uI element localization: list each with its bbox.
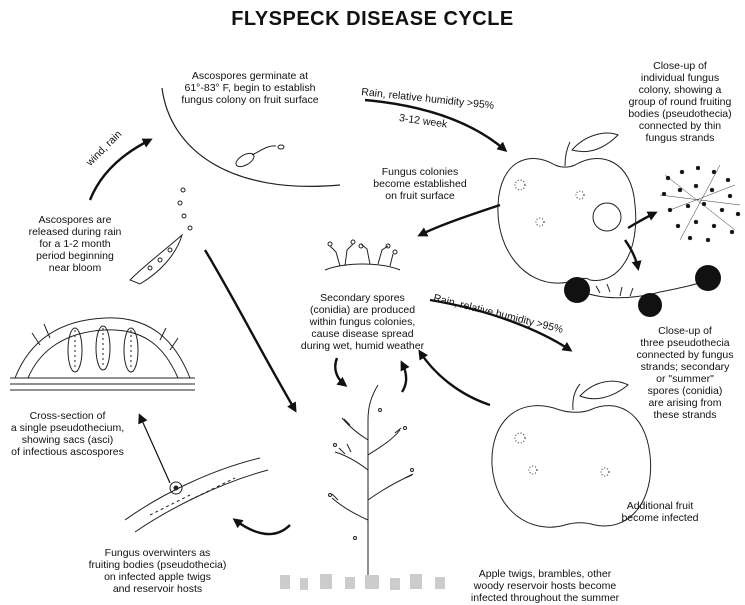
arrow-up-to-spores: [402, 363, 406, 392]
arrow-release-to-tree: [205, 250, 295, 410]
arrow-tree-to-twig: [235, 520, 290, 534]
arrow-apple-to-colonies: [420, 205, 500, 235]
arrow-twig-to-cross-section: [140, 416, 170, 483]
reservoir-host-branch: [329, 385, 414, 575]
ground-strip: [280, 574, 445, 590]
cross-section-label: Cross-section of a single pseudothecium,…: [0, 410, 135, 458]
secondary-spores-label: Secondary spores (conidia) are produced …: [290, 292, 435, 352]
germinating-spore-illustration: [234, 145, 284, 169]
germinate-label: Ascospores germinate at 61°-83° F, begin…: [170, 70, 330, 106]
arrow-fruit-back: [420, 352, 490, 405]
reservoir-hosts-label: Apple twigs, brambles, other woody reser…: [460, 568, 630, 604]
overwinter-label: Fungus overwinters as fruiting bodies (p…: [70, 547, 245, 595]
arrow-to-closeup-colony: [628, 213, 655, 228]
arrow-spores-down: [335, 358, 345, 385]
arrow-to-closeup-pseudothecia: [625, 240, 638, 268]
diagram-title: FLYSPECK DISEASE CYCLE: [0, 8, 745, 31]
infected-twig-illustration: [125, 458, 268, 532]
fungus-colony-closeup: [660, 165, 740, 242]
ascospores-released-label: Ascospores are released during rain for …: [20, 214, 130, 274]
three-pseudothecia-closeup: [564, 265, 721, 317]
additional-fruit-label: Additional fruit become infected: [600, 500, 720, 524]
closeup-pseudothecia-label: Close-up of three pseudothecia connected…: [630, 325, 740, 421]
conidia-illustration: [325, 240, 400, 270]
colonies-established-label: Fungus colonies become established on fr…: [345, 166, 495, 202]
pseudothecium-cross-section: [10, 318, 195, 390]
closeup-colony-label: Close-up of individual fungus colony, sh…: [615, 60, 745, 144]
infected-apple-illustration: [498, 133, 636, 283]
released-ascospores-illustration: [130, 188, 192, 284]
